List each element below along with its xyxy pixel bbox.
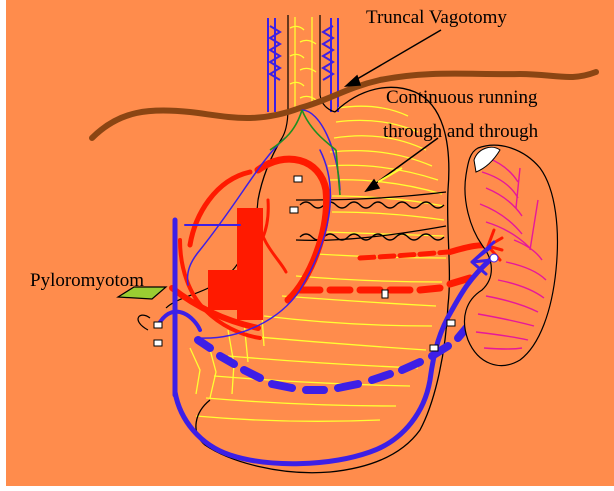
label-pyloromyotomy: Pyloromyotom (30, 271, 144, 291)
splenic-node (490, 254, 498, 262)
label-continuous-running: Continuous running (386, 88, 537, 108)
label-through-and-through: through and through (383, 122, 538, 142)
label-truncal-vagotomy: Truncal Vagotomy (366, 8, 507, 28)
pyloric-artery-block-2 (208, 270, 244, 310)
